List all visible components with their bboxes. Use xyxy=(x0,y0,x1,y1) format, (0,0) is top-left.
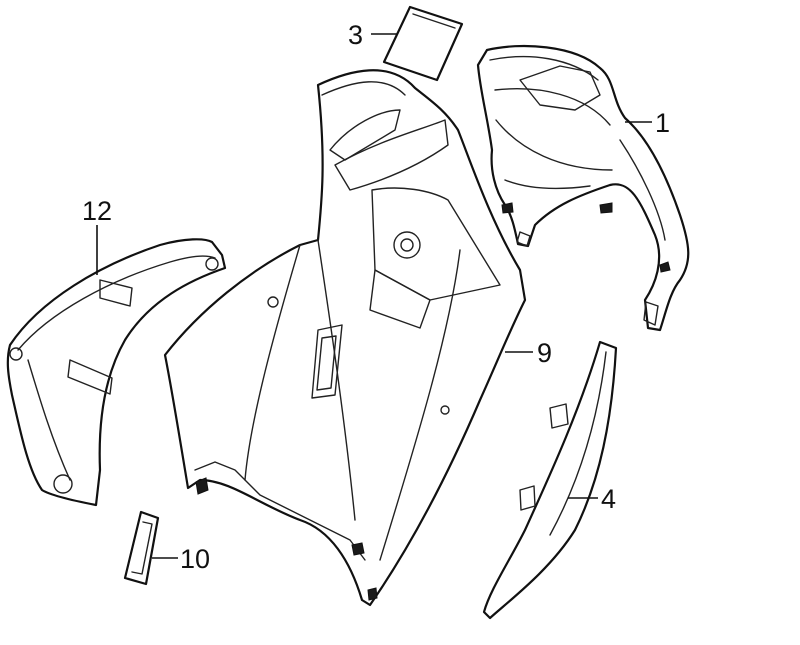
part-9-inner-panel xyxy=(163,69,527,607)
callout-3: 3 xyxy=(348,20,363,50)
part-4-side-strip xyxy=(482,340,618,620)
callout-9: 9 xyxy=(537,338,552,368)
part-3-pad xyxy=(382,5,464,82)
part-10-trim-plate xyxy=(123,510,160,586)
callout-1: 1 xyxy=(655,108,670,138)
callout-10: 10 xyxy=(180,544,210,574)
part-12-left-side-cover xyxy=(6,238,227,507)
callout-12: 12 xyxy=(82,196,112,226)
callout-4: 4 xyxy=(601,484,616,514)
part-1-front-top-cover xyxy=(476,44,690,332)
